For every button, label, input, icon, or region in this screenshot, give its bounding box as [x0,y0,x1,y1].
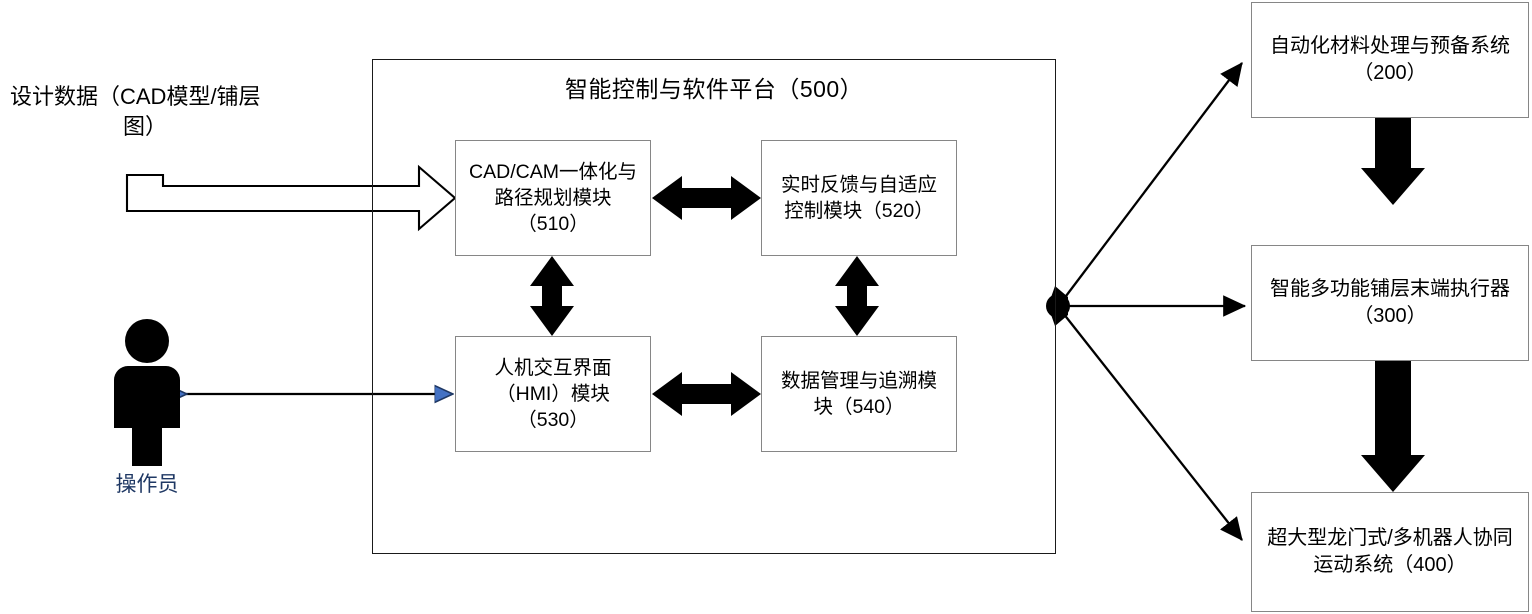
system-400-line2: 运动系统（400） [1313,554,1467,576]
system-200-line2: （200） [1353,62,1427,84]
operator-label: 操作员 [115,473,179,496]
connector-input-to-510 [125,164,457,232]
system-box-300[interactable]: 智能多功能铺层末端执行器 （300） [1251,245,1529,361]
connector-510-520 [652,176,761,220]
module-540-line2: 块（540） [813,396,905,418]
module-box-520[interactable]: 实时反馈与自适应 控制模块（520） [761,140,957,256]
connector-510-530 [530,256,574,336]
connector-520-540 [835,256,879,336]
module-box-510[interactable]: CAD/CAM一体化与 路径规划模块 （510） [455,140,651,256]
system-box-400[interactable]: 超大型龙门式/多机器人协同 运动系统（400） [1251,492,1529,612]
platform-frame [372,59,1056,554]
system-200-line1: 自动化材料处理与预备系统 [1270,35,1510,58]
module-530-line1: 人机交互界面 [494,356,612,379]
connector-platform-to-400 [1062,312,1243,541]
module-530-line2: （HMI）模块 [496,382,610,405]
module-510-line1: CAD/CAM一体化与 [469,160,637,183]
input-data-line1: 设计数据（CAD模型/铺层 [10,84,261,109]
system-400-line1: 超大型龙门式/多机器人协同 [1267,527,1513,550]
operator-silhouette-icon [114,319,180,466]
module-530-line3: （530） [517,409,589,432]
system-300-line1: 智能多功能铺层末端执行器 [1270,278,1510,301]
connector-300-to-400 [1361,360,1425,492]
connector-530-540 [652,372,761,416]
platform-title: 智能控制与软件平台（500） [564,76,864,102]
module-520-line1: 实时反馈与自适应 [780,173,937,196]
system-box-200[interactable]: 自动化材料处理与预备系统 （200） [1251,2,1529,118]
module-510-line3: （510） [517,213,589,236]
module-520-line2: 控制模块（520） [784,200,934,222]
module-510-line2: 路径规划模块 [494,186,612,209]
input-data-label: 设计数据（CAD模型/铺层 图） [10,82,310,143]
input-data-line2: 图） [122,114,167,140]
connector-200-to-300 [1361,118,1425,205]
module-box-540[interactable]: 数据管理与追溯模 块（540） [761,336,957,452]
connector-platform-to-200 [1062,62,1243,301]
module-540-line1: 数据管理与追溯模 [780,369,937,392]
system-300-line2: （300） [1353,305,1427,327]
module-box-530[interactable]: 人机交互界面 （HMI）模块 （530） [455,336,651,452]
